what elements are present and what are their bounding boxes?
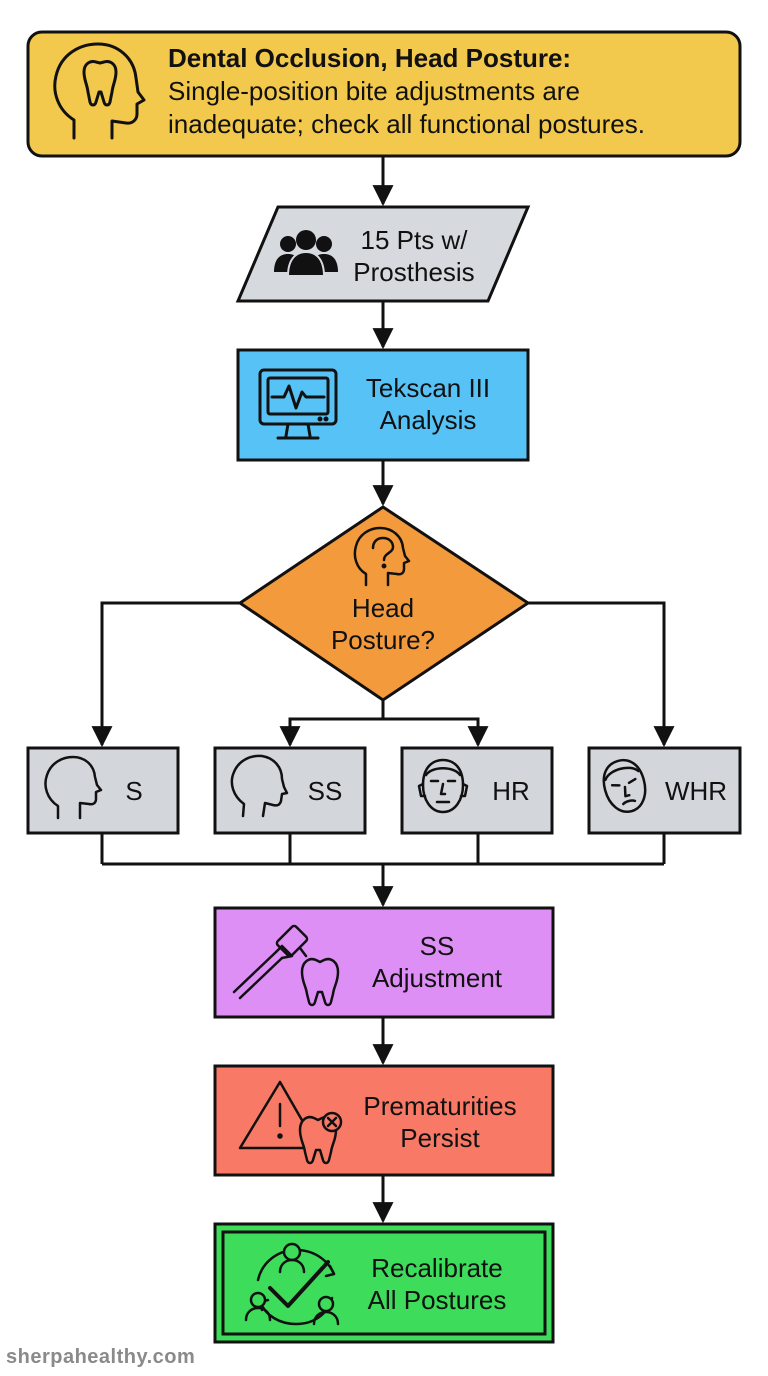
prematurities-shape — [213, 1064, 555, 1177]
adjustment-line2: Adjustment — [372, 963, 503, 993]
people-group-icon — [274, 230, 338, 277]
header-box — [26, 30, 742, 158]
posture-whr-node: WHR — [587, 746, 742, 835]
posture-hr-node: HR — [400, 746, 554, 835]
decision-node: Head Posture? — [237, 505, 531, 702]
watermark: sherpahealthy.com — [6, 1346, 196, 1368]
recalibrate-line2: All Postures — [368, 1285, 507, 1315]
header-heading: Dental Occlusion, Head Posture: — [168, 43, 572, 73]
recalibrate-node: Recalibrate All Postures — [213, 1222, 555, 1344]
posture-hr-shape — [400, 746, 554, 835]
decision-line2: Posture? — [331, 625, 435, 655]
prematurities-line1: Prematurities — [363, 1091, 516, 1121]
arrow-decision-to-ss — [279, 717, 383, 748]
posture-whr-label: WHR — [665, 776, 727, 806]
adjustment-line1: SS — [420, 931, 455, 961]
decision-line1: Head — [352, 593, 414, 623]
head-profile-icon — [230, 754, 289, 818]
posture-s-label: S — [125, 776, 142, 806]
arrow-decision-to-whr — [528, 601, 675, 748]
decision-shape — [237, 505, 531, 702]
posture-ss-node: SS — [213, 746, 367, 835]
analysis-line2: Analysis — [380, 405, 477, 435]
recalibrate-shape-outer — [213, 1222, 555, 1344]
monitor-pulse-icon — [258, 368, 338, 440]
patients-line1: 15 Pts w/ — [361, 225, 469, 255]
posture-s-node: S — [26, 746, 180, 835]
face-front-icon — [417, 758, 469, 814]
arrow-decision-to-s — [91, 601, 240, 748]
posture-hr-label: HR — [492, 776, 530, 806]
analysis-node: Tekscan III Analysis — [236, 348, 530, 462]
head-question-icon — [353, 526, 411, 587]
adjustment-shape — [213, 906, 555, 1019]
recalibrate-check-icon — [244, 1242, 340, 1326]
recalibrate-shape-inner — [221, 1230, 547, 1336]
connectors — [91, 156, 675, 1224]
posture-ss-label: SS — [308, 776, 343, 806]
dental-drill-icon — [232, 924, 340, 1007]
header-text: Dental Occlusion, Head Posture: Single-p… — [168, 42, 728, 141]
prematurities-line2: Persist — [400, 1123, 480, 1153]
patients-node: 15 Pts w/ Prosthesis — [235, 205, 531, 303]
posture-s-shape — [26, 746, 180, 835]
header-box-shape — [26, 30, 742, 158]
prematurities-node: Prematurities Persist — [213, 1064, 555, 1177]
head-tooth-icon — [53, 42, 146, 140]
patients-shape — [235, 205, 531, 303]
header-body-line2: inadequate; check all functional posture… — [168, 109, 645, 139]
analysis-line1: Tekscan III — [366, 373, 490, 403]
patients-line2: Prosthesis — [353, 257, 474, 287]
recalibrate-line1: Recalibrate — [371, 1253, 503, 1283]
head-profile-icon — [44, 755, 103, 820]
warning-tooth-icon — [238, 1080, 343, 1165]
face-tilted-icon — [602, 758, 647, 813]
adjustment-node: SS Adjustment — [213, 906, 555, 1019]
header-body-line1: Single-position bite adjustments are — [168, 76, 580, 106]
analysis-shape — [236, 348, 530, 462]
arrow-decision-to-hr — [383, 717, 489, 748]
posture-ss-shape — [213, 746, 367, 835]
